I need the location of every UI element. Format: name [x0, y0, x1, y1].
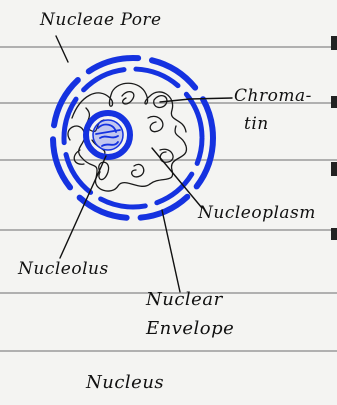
label-nuclear-pore: Nucleae Pore [40, 10, 162, 30]
pointer-nucleolus [60, 156, 106, 258]
label-nucleoplasm: Nucleoplasm [198, 203, 316, 223]
label-chromatin-line2: tin [244, 114, 269, 134]
outer-nuclear-membrane [53, 58, 213, 218]
pointer-nuclear-envelope [162, 210, 180, 292]
label-chromatin-line1: Chroma- [234, 86, 312, 106]
label-nucleolus: Nucleolus [18, 259, 109, 279]
diagram-caption: Nucleus [86, 372, 164, 393]
pointer-nuclear-pore [56, 36, 68, 62]
label-nuclear-envelope-line2: Envelope [146, 318, 234, 339]
pointer-nucleoplasm [152, 148, 202, 208]
label-nuclear-envelope-line1: Nuclear [146, 289, 223, 310]
